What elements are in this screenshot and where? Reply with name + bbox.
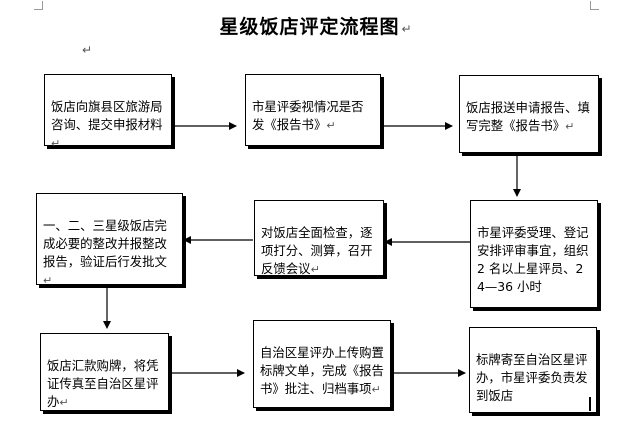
paragraph-mark: ↵: [401, 22, 413, 36]
step-text-inspection: 对饭店全面检查，逐项打分、测算，召开反馈会议: [261, 225, 373, 276]
step-text-submit-application: 饭店报送申请报告、填写完整《报告书》: [466, 100, 590, 133]
paragraph-mark: ↵: [310, 263, 320, 276]
step-box-upload-archive: 自治区星评办上传购置标牌文单，完成《报告书》批注、归档事项↵: [253, 320, 391, 408]
step-text-deliver-plaque: 标牌寄至自治区星评办，市星评委负责发到饭店: [476, 352, 588, 403]
diagram-title-text: 星级饭店评定流程图: [219, 16, 400, 38]
step-text-consult: 饭店向旗县区旅游局咨询、提交申报材料: [51, 99, 163, 132]
step-box-inspection: 对饭店全面检查，逐项打分、测算，召开反馈会议↵: [254, 200, 384, 276]
step-text-rectification: 一、二、三星级饭店完成必要的整改并报整改报告，验证后行发批文: [43, 218, 167, 269]
paragraph-mark: ↵: [326, 119, 336, 132]
paragraph-mark: ↵: [43, 274, 53, 287]
text-cursor: [589, 397, 591, 411]
paragraph-mark: ↵: [565, 120, 575, 133]
step-box-deliver-plaque: 标牌寄至自治区星评办，市星评委负责发到饭店: [469, 327, 597, 413]
step-box-consult: 饭店向旗县区旅游局咨询、提交申报材料 ↵: [44, 74, 172, 150]
step-box-issue-report: 市星评委视情况是否发《报告书》↵: [245, 74, 381, 146]
corner-mark-top-right: [590, 1, 599, 10]
paragraph-mark: ↵: [51, 137, 61, 150]
step-text-purchase-plaque: 饭店汇款购牌，将凭证传真至自治区星评办: [47, 358, 159, 409]
step-box-submit-application: 饭店报送申请报告、填写完整《报告书》↵: [459, 75, 599, 153]
step-text-issue-report: 市星评委视情况是否发《报告书》: [252, 99, 364, 132]
paragraph-mark: ↵: [82, 43, 93, 57]
step-box-rectification: 一、二、三星级饭店完成必要的整改并报整改报告，验证后行发批文 ↵: [36, 193, 183, 287]
paragraph-mark: ↵: [59, 396, 69, 409]
diagram-title: 星级饭店评定流程图↵: [0, 12, 632, 39]
paragraph-mark: ↵: [371, 383, 381, 396]
step-text-upload-archive: 自治区星评办上传购置标牌文单，完成《报告书》批注、归档事项: [260, 345, 384, 396]
corner-mark-top-left: [34, 1, 43, 10]
step-box-accept-register: 市星评委受理、登记安排评审事宜，组织 2 名以上星评员、24—36 小时: [470, 200, 598, 308]
step-box-purchase-plaque: 饭店汇款购牌，将凭证传真至自治区星评办↵: [40, 333, 169, 411]
step-text-accept-register: 市星评委受理、登记安排评审事宜，组织 2 名以上星评员、24—36 小时: [477, 225, 589, 294]
